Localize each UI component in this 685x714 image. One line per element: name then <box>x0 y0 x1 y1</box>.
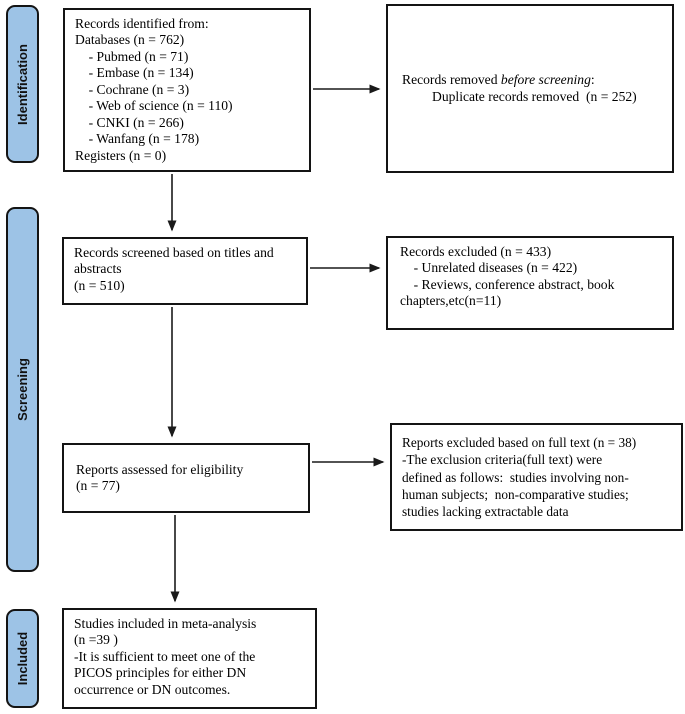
stage-screening-label: Screening <box>15 358 31 421</box>
studies-included-text: Studies included in meta-analysis (n =39… <box>74 616 257 697</box>
box-records-identified: Records identified from: Databases (n = … <box>63 8 311 172</box>
stage-identification: Identification <box>6 5 39 163</box>
records-screened-text: Records screened based on titles and abs… <box>74 245 274 293</box>
records-removed-line1-prefix: Records removed <box>402 72 501 88</box>
box-records-screened: Records screened based on titles and abs… <box>62 237 308 305</box>
records-removed-line1-suffix: : <box>590 72 595 88</box>
records-excluded-text: Records excluded (n = 433) - Unrelated d… <box>400 244 615 309</box>
box-reports-excluded: Reports excluded based on full text (n =… <box>390 423 683 531</box>
box-reports-assessed: Reports assessed for eligibility (n = 77… <box>62 443 310 513</box>
records-identified-text: Records identified from: Databases (n = … <box>75 16 233 163</box>
stage-identification-label: Identification <box>15 43 31 125</box>
reports-assessed-text: Reports assessed for eligibility (n = 77… <box>76 461 244 493</box>
stage-included-label: Included <box>15 631 31 686</box>
reports-excluded-text: Reports excluded based on full text (n =… <box>402 435 637 520</box>
box-records-excluded: Records excluded (n = 433) - Unrelated d… <box>386 236 674 330</box>
box-studies-included: Studies included in meta-analysis (n =39… <box>62 608 317 709</box>
records-removed-line1-italic: before screening <box>500 72 591 88</box>
box-records-removed: Records removed before screening: Duplic… <box>386 4 674 173</box>
stage-screening: Screening <box>6 207 39 572</box>
stage-included: Included <box>6 609 39 708</box>
records-removed-line2: Duplicate records removed (n = 252) <box>432 88 637 104</box>
records-removed-line1: Records removed before screening: <box>402 72 658 88</box>
